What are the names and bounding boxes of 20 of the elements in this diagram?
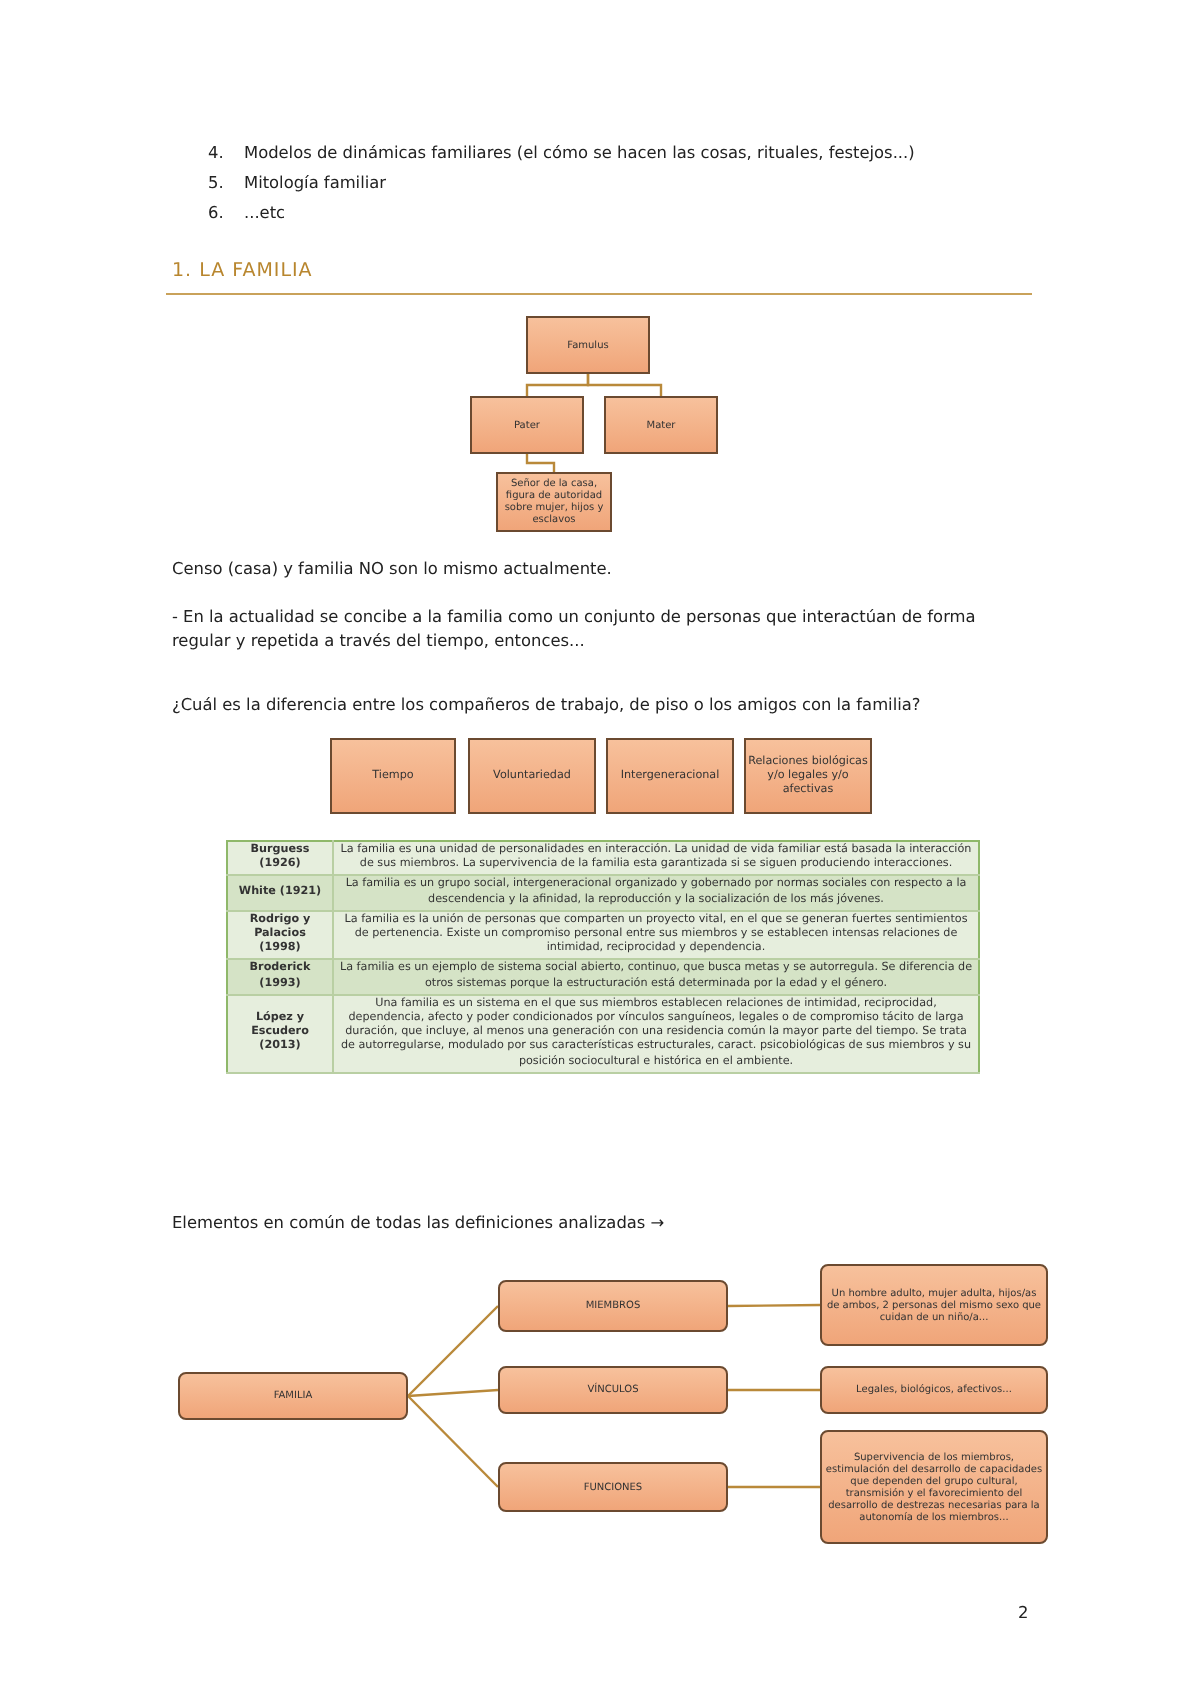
list-number: 4. (208, 140, 224, 164)
paragraph: Censo (casa) y familia NO son lo mismo actualmente. (172, 556, 612, 580)
connector-line (525, 454, 556, 472)
question-text: ¿Cuál es la diferencia entre los compañeros de trabajo, de piso o los amigos con la familia? (172, 692, 921, 716)
paragraph: Elementos en común de todas las definiciones analizadas → (172, 1210, 665, 1234)
connector-line (728, 1388, 820, 1392)
section-heading: 1. LA FAMILIA (172, 260, 313, 284)
connector-line (728, 1303, 820, 1308)
connector-line (586, 374, 663, 396)
connector-line (407, 1305, 499, 1397)
connector-line (407, 1388, 499, 1398)
list-number: 6. (208, 200, 224, 224)
list-item-text: Modelos de dinámicas familiares (el cómo se hacen las cosas, rituales, festejos...) (244, 140, 915, 164)
list-number: 5. (208, 170, 224, 194)
list-item-text: ...etc (244, 200, 286, 224)
page-number: 2 (1018, 1600, 1029, 1624)
paragraph: - En la actualidad se concibe a la familia como un conjunto de personas que interactúan de forma regular y repetida a través del tiempo, entonces... (172, 604, 978, 652)
list-item-text: Mitología familiar (244, 170, 387, 194)
connector-line (728, 1485, 820, 1489)
connector-line (407, 1395, 499, 1488)
